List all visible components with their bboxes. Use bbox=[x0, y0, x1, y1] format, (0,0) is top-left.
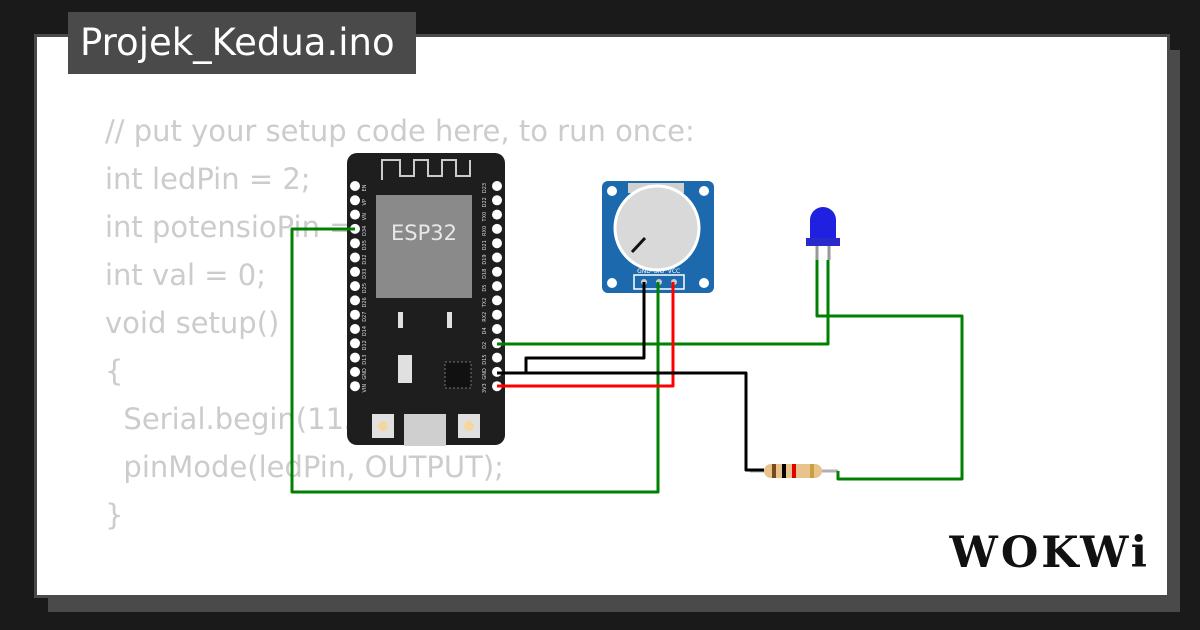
esp32-pin-d26[interactable] bbox=[350, 295, 360, 306]
esp32-pin-label: D32 bbox=[362, 254, 368, 264]
wire-led-resistor[interactable] bbox=[815, 260, 964, 481]
esp32-pin-label: D18 bbox=[482, 269, 488, 279]
esp32-pin-label: 3V3 bbox=[482, 383, 488, 393]
esp32-pin-label: VIN bbox=[362, 384, 368, 393]
esp32-pin-d13[interactable] bbox=[350, 352, 360, 363]
esp32-pin-gnd[interactable] bbox=[350, 366, 360, 377]
esp32-pin-label: D21 bbox=[482, 240, 488, 250]
esp32-pin-rx0[interactable] bbox=[492, 223, 502, 234]
wire-pot-gnd[interactable] bbox=[497, 282, 646, 375]
esp32-pin-label: D14 bbox=[362, 326, 368, 336]
esp32-pin-label: GND bbox=[362, 368, 368, 380]
esp32-pin-label: TX0 bbox=[482, 212, 488, 223]
esp32-pin-d33[interactable] bbox=[350, 266, 360, 277]
esp32-pin-vn[interactable] bbox=[350, 209, 360, 220]
wokwi-logo: WOKWi bbox=[949, 528, 1150, 578]
esp32-pin-d15[interactable] bbox=[492, 352, 502, 363]
esp32-pin-d27[interactable] bbox=[350, 309, 360, 320]
wire-pot-vcc[interactable] bbox=[497, 282, 675, 388]
wire-led-anode[interactable] bbox=[497, 260, 830, 346]
esp32-pin-label: D12 bbox=[362, 340, 368, 350]
esp32-pin-d35[interactable] bbox=[350, 238, 360, 249]
usb-port bbox=[404, 414, 446, 446]
esp32-pin-label: D2 bbox=[482, 342, 488, 349]
esp32-pin-label: TX2 bbox=[482, 298, 488, 309]
esp32-pin-tx2[interactable] bbox=[492, 295, 502, 306]
esp32-pin-d4[interactable] bbox=[492, 324, 502, 334]
esp32-pin-label: D35 bbox=[362, 240, 368, 250]
esp32-pin-label: D27 bbox=[362, 312, 368, 322]
resistor[interactable] bbox=[750, 464, 838, 478]
esp32-pin-vin[interactable] bbox=[350, 381, 360, 392]
esp32-pin-label: D33 bbox=[362, 269, 368, 279]
esp32-pin-d21[interactable] bbox=[492, 238, 502, 249]
esp32-pin-label: D34 bbox=[362, 226, 368, 236]
code-line: int val = 0; bbox=[105, 258, 266, 292]
esp32-pin-d25[interactable] bbox=[350, 281, 360, 292]
esp32-pin-tx0[interactable] bbox=[492, 209, 502, 220]
esp32-pin-d22[interactable] bbox=[492, 195, 502, 206]
esp32-pin-d5[interactable] bbox=[492, 281, 502, 292]
led[interactable] bbox=[806, 207, 840, 260]
wires bbox=[290, 227, 964, 494]
esp32-pin-label: D13 bbox=[362, 354, 368, 364]
esp32-pin-vp[interactable] bbox=[350, 195, 360, 206]
code-preview: // put your setup code here, to run once… bbox=[105, 107, 695, 595]
wire-potensio-sig[interactable] bbox=[290, 227, 660, 494]
esp32-pin-d19[interactable] bbox=[492, 252, 502, 263]
esp32-pin-label: D26 bbox=[362, 297, 368, 307]
esp32-pin-label: D15 bbox=[482, 354, 488, 364]
code-line: pinMode(ledPin, OUTPUT); bbox=[105, 450, 504, 484]
esp32-chip bbox=[376, 195, 472, 298]
esp32-pin-label: VP bbox=[362, 199, 368, 205]
esp32-pin-label: RX2 bbox=[482, 312, 488, 322]
esp32-pin-label: D5 bbox=[482, 285, 488, 292]
esp32-pin-d23[interactable] bbox=[492, 181, 502, 191]
pot-pin-label: SIG bbox=[654, 268, 665, 275]
esp32-pin-label: D19 bbox=[482, 254, 488, 264]
esp32-pin-label: RX0 bbox=[482, 226, 488, 236]
potentiometer-knob[interactable] bbox=[613, 184, 701, 272]
file-tab[interactable]: Projek_Kedua.ino bbox=[68, 12, 416, 74]
esp32-pin-d32[interactable] bbox=[350, 252, 360, 263]
code-line: void setup() bbox=[105, 306, 280, 340]
esp32-pin-en[interactable] bbox=[350, 181, 360, 191]
code-line: int b = 4; bbox=[105, 587, 695, 595]
esp32-pin-label: D4 bbox=[482, 327, 488, 334]
wire-resistor-gnd[interactable] bbox=[497, 371, 764, 472]
esp32-pin-label: EN bbox=[362, 184, 368, 191]
code-line: // put your setup code here, to run once… bbox=[105, 114, 695, 148]
esp32-pin-d12[interactable] bbox=[350, 338, 360, 349]
pot-pin-label: VCC bbox=[668, 268, 680, 275]
code-line: Serial.begin(115 bbox=[105, 402, 363, 436]
esp32-label: ESP32 bbox=[391, 221, 457, 245]
esp32-pin-label: D25 bbox=[362, 283, 368, 293]
esp32-pin-rx2[interactable] bbox=[492, 309, 502, 320]
pot-pin-label: GND bbox=[637, 268, 651, 275]
esp32-pin-label: D22 bbox=[482, 197, 488, 207]
code-line: int ledPin = 2; bbox=[105, 162, 311, 196]
esp32-pin-label: VN bbox=[362, 213, 368, 220]
code-line: } bbox=[105, 498, 124, 532]
esp32-board[interactable]: ESP32 ENVPVND34D35D32D33D25D26D27D14D12D… bbox=[347, 153, 505, 446]
esp32-pin-d14[interactable] bbox=[350, 324, 360, 334]
esp32-pin-d18[interactable] bbox=[492, 266, 502, 277]
esp32-pin-label: D23 bbox=[482, 183, 488, 193]
esp32-pin-label: GND bbox=[482, 368, 488, 380]
project-card[interactable]: // put your setup code here, to run once… bbox=[34, 34, 1170, 598]
code-line: { bbox=[105, 354, 124, 388]
